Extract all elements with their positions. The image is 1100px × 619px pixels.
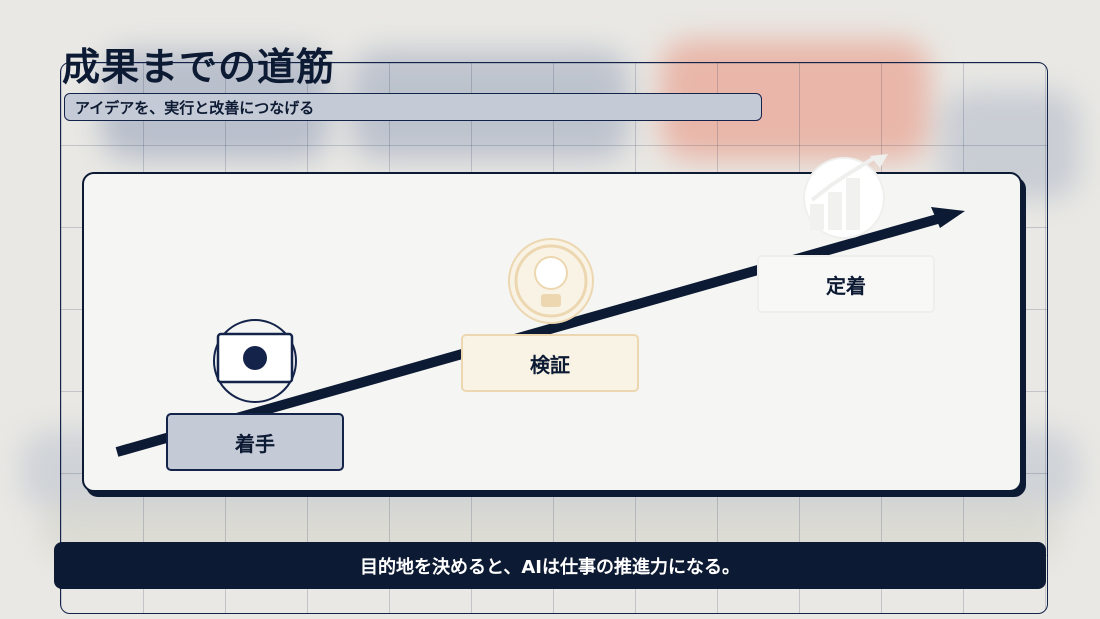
stage-verify: 検証	[461, 334, 639, 392]
lightbulb-icon	[508, 238, 594, 324]
page-subtitle: アイデアを、実行と改善につなげる	[64, 93, 762, 121]
footer-message: 目的地を決めると、AIは仕事の推進力になる。	[54, 542, 1046, 589]
stage-establish: 定着	[757, 255, 935, 313]
monitor-icon	[213, 319, 297, 403]
page-title: 成果までの道筋	[62, 45, 336, 89]
arrow-head	[931, 207, 965, 228]
stage-start: 着手	[166, 413, 344, 471]
growth-chart-icon	[803, 154, 888, 239]
